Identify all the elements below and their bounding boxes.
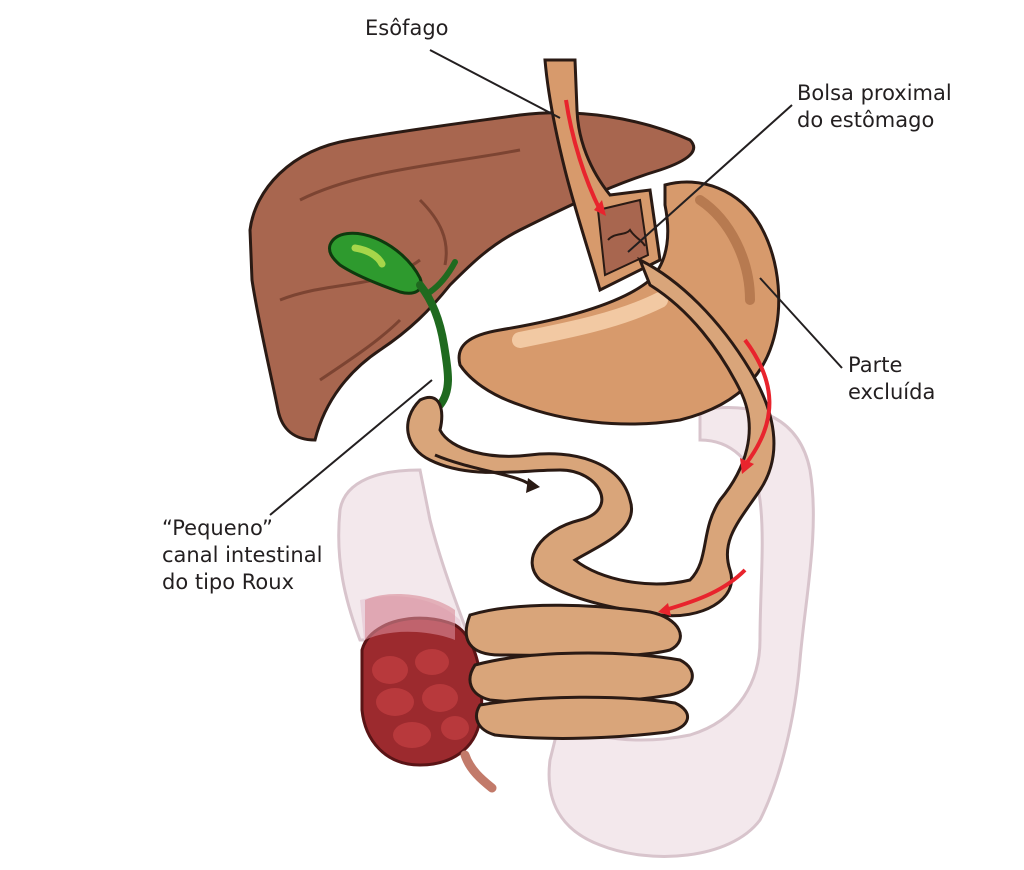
label-esofago-text: Esôfago xyxy=(365,16,449,40)
label-parte-excluida: Parte excluída xyxy=(848,352,935,406)
leader-bolsa xyxy=(627,104,793,253)
label-bolsa-proximal: Bolsa proximal do estômago xyxy=(797,80,952,134)
label-pequeno-line1: “Pequeno” xyxy=(162,516,273,540)
cecum xyxy=(360,594,497,793)
label-parte-line1: Parte xyxy=(848,353,903,377)
roux-limb xyxy=(406,256,776,740)
label-esofago: Esôfago xyxy=(365,15,449,42)
leader-lines xyxy=(269,49,843,516)
label-pequeno-canal: “Pequeno” canal intestinal do tipo Roux xyxy=(162,515,322,596)
esophagus xyxy=(543,58,662,293)
excluded-stomach xyxy=(457,180,781,426)
label-parte-line2: excluída xyxy=(848,380,936,404)
gallbladder xyxy=(328,231,458,409)
label-pequeno-line3: do tipo Roux xyxy=(162,570,295,594)
flow-arrows xyxy=(564,99,772,616)
label-pequeno-line2: canal intestinal xyxy=(162,543,323,567)
leader-parte xyxy=(759,277,843,369)
label-bolsa-line2: do estômago xyxy=(797,108,935,132)
leader-esofago xyxy=(429,49,561,119)
leader-pequeno xyxy=(269,379,433,516)
label-bolsa-line1: Bolsa proximal xyxy=(797,81,952,105)
